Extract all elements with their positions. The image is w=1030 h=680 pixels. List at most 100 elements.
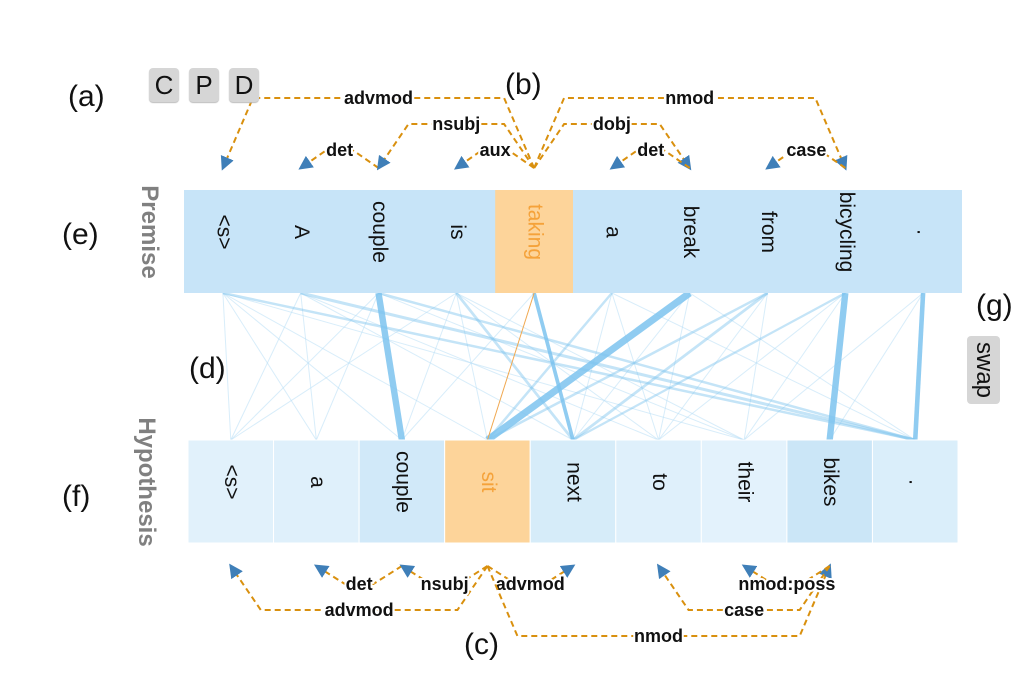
- swap-label: swap: [970, 341, 998, 399]
- premise-token[interactable]: couple: [368, 201, 391, 263]
- panel-letter-e: (e): [62, 218, 99, 251]
- alignment-line-weak: [658, 292, 846, 441]
- premise-token[interactable]: break: [679, 206, 702, 259]
- hypothesis-token-cell: [786, 439, 873, 544]
- premise-token[interactable]: <s>: [212, 214, 235, 249]
- hypothesis-token-cell: [273, 439, 360, 544]
- hypothesis-token-cell: [187, 439, 275, 544]
- dependency-label: case: [786, 140, 826, 160]
- hypothesis-token[interactable]: a: [306, 476, 329, 488]
- premise-token[interactable]: is: [446, 224, 469, 239]
- dependency-label: nmod: [665, 88, 714, 108]
- dependency-label: nmod:poss: [738, 574, 835, 594]
- dependency-arc: [376, 123, 535, 171]
- hypothesis-token[interactable]: .: [905, 479, 928, 485]
- dependency-arc: [220, 97, 536, 171]
- alignment-line-weak: [300, 292, 317, 441]
- dependency-label: advmod: [344, 88, 413, 108]
- alignment-line-weak: [300, 292, 659, 441]
- alignment-line-highlight: [486, 292, 535, 441]
- panel-letter-b: (b): [505, 68, 542, 101]
- hypothesis-token[interactable]: <s>: [220, 464, 243, 499]
- alignment-line-weak: [743, 292, 846, 441]
- dependency-label: advmod: [496, 574, 565, 594]
- dependency-label: dobj: [593, 114, 631, 134]
- alignment-line-medium: [222, 291, 916, 442]
- dependency-arc: [533, 97, 848, 171]
- premise-token[interactable]: from: [757, 211, 780, 253]
- alignment-line-weak: [456, 292, 659, 441]
- dependency-label: nsubj: [432, 114, 480, 134]
- alignment-line-medium: [486, 292, 613, 441]
- hypothesis-token-cell: [529, 439, 617, 544]
- alignment-line-weak: [658, 292, 768, 441]
- dependency-arc: [453, 149, 535, 170]
- dependency-arc: [533, 123, 692, 171]
- hypothesis-token[interactable]: couple: [391, 451, 414, 513]
- premise-token-highlight: [495, 190, 573, 293]
- premise-label: Premise: [136, 185, 163, 279]
- dependency-label: det: [637, 140, 664, 160]
- alignment-line-weak: [230, 292, 379, 441]
- hypothesis-token-cell: [615, 439, 702, 544]
- alignment-line-weak: [611, 292, 916, 441]
- panel-letter-g: (g): [976, 289, 1013, 322]
- dependency-arc: [298, 149, 380, 170]
- hypothesis-dependency-arcs: advmod det nsubj advmod nmod case nmod:poss: [229, 563, 837, 648]
- panel-letter-d: (d): [189, 352, 226, 385]
- p-button[interactable]: P: [189, 68, 219, 102]
- alignment-line-weak: [743, 292, 924, 441]
- alignment-lines: [222, 290, 926, 443]
- dependency-arc: [229, 563, 489, 611]
- alignment-line-weak: [456, 292, 745, 441]
- alignment-line-weak: [829, 292, 924, 441]
- premise-token[interactable]: bicycling: [835, 192, 858, 273]
- alignment-line-medium: [572, 292, 846, 441]
- alignment-line-strong: [375, 292, 406, 441]
- alignment-line-weak: [222, 292, 317, 441]
- premise-token[interactable]: a: [601, 226, 624, 238]
- hypothesis-token-cell: [871, 439, 959, 544]
- alignment-line-medium: [300, 291, 916, 442]
- panel-letter-f: (f): [62, 480, 91, 513]
- dependency-arc: [609, 149, 691, 170]
- hypothesis-token[interactable]: bikes: [819, 457, 842, 506]
- hypothesis-token[interactable]: next: [562, 462, 585, 502]
- alignment-line-weak: [230, 292, 302, 441]
- alignment-line-weak: [230, 292, 457, 441]
- alignment-line-weak: [222, 292, 745, 441]
- alignment-line-medium: [486, 291, 769, 442]
- hypothesis-token-cell: [444, 439, 531, 544]
- dependency-label: nmod: [634, 626, 683, 646]
- alignment-line-strong: [912, 292, 926, 441]
- dependency-label: aux: [480, 140, 511, 160]
- alignment-line-weak: [455, 292, 488, 441]
- dependency-label: det: [326, 140, 353, 160]
- premise-token[interactable]: A: [290, 225, 313, 239]
- hypothesis-token[interactable]: their: [734, 462, 757, 503]
- panel-letter-c: (c): [464, 628, 499, 661]
- c-button[interactable]: C: [149, 68, 179, 102]
- alignment-line-medium: [572, 291, 769, 442]
- dependency-label: det: [346, 574, 373, 594]
- dependency-arc: [765, 149, 846, 170]
- alignment-line-weak: [315, 292, 379, 441]
- alignment-line-weak: [689, 292, 916, 441]
- dependency-label: nsubj: [421, 574, 469, 594]
- alignment-line-weak: [222, 292, 403, 441]
- premise-token[interactable]: .: [913, 229, 936, 235]
- hypothesis-token-cell: [358, 439, 446, 544]
- hypothesis-token[interactable]: sit: [477, 472, 500, 493]
- d-button[interactable]: D: [229, 68, 259, 102]
- premise-token[interactable]: taking: [524, 204, 547, 260]
- hypothesis-token[interactable]: to: [648, 473, 671, 491]
- alignment-line-weak: [572, 292, 691, 441]
- dependency-label: advmod: [325, 600, 394, 620]
- dependency-label: case: [724, 600, 764, 620]
- swap-button[interactable]: swap: [967, 336, 1000, 404]
- alignment-line-strong: [532, 292, 575, 441]
